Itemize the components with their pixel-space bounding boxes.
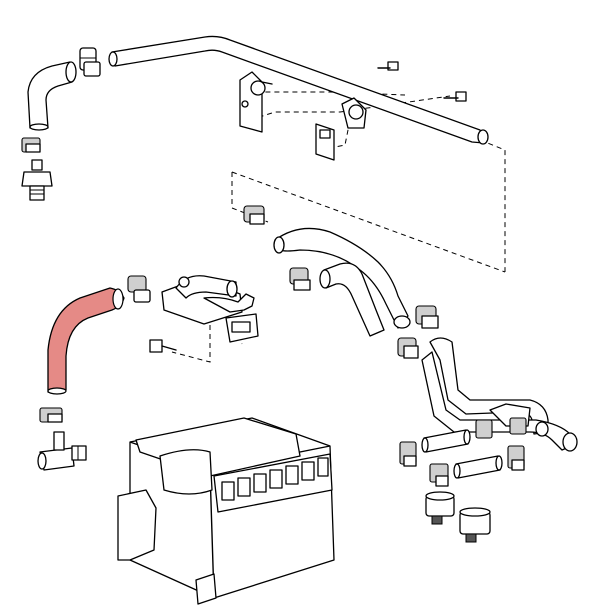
hose-clamp-top-left [79, 47, 101, 77]
hose-clamp-center-2 [289, 267, 311, 291]
upper-metal-pipe [108, 35, 489, 145]
hose-clamp-center-1 [243, 205, 265, 225]
hose-clamp-center-4 [397, 337, 419, 359]
valve-assembly [161, 275, 259, 343]
reservoir-unit [117, 417, 335, 605]
bolt-top-right-1 [377, 61, 399, 71]
pipe-bracket-3 [315, 123, 335, 161]
hose-clamp-lower-right-2 [429, 463, 449, 487]
hose-clamp-lower-left [39, 407, 63, 423]
connector-bottom-right-1 [425, 491, 455, 525]
pipe-bracket-2 [341, 97, 367, 129]
hose-clamp-lower-right-3 [507, 445, 525, 471]
short-hose-center [319, 262, 385, 337]
hose-piece-1 [421, 429, 471, 453]
hose-clamp-lower-right-1 [399, 441, 417, 467]
curved-hose-center [273, 227, 411, 329]
bolt-top-right-2 [443, 91, 467, 102]
top-left-elbow-hose [27, 61, 77, 131]
highlighted-hose [47, 287, 125, 395]
small-clamp-right-1 [475, 419, 493, 439]
bolt-valve [149, 339, 177, 353]
pipe-bracket-1 [239, 71, 273, 133]
reservoir-cap-ridges [221, 457, 329, 501]
hose-clamp-left [21, 137, 41, 153]
hose-clamp-center-3 [415, 305, 439, 329]
t-fitting-lower-left [37, 431, 87, 471]
threaded-fitting-left [21, 159, 53, 201]
hose-clamp-valve [127, 275, 151, 303]
hose-piece-2 [453, 455, 503, 479]
connector-bottom-right-2 [459, 507, 491, 543]
small-clamp-right-2 [509, 417, 527, 435]
